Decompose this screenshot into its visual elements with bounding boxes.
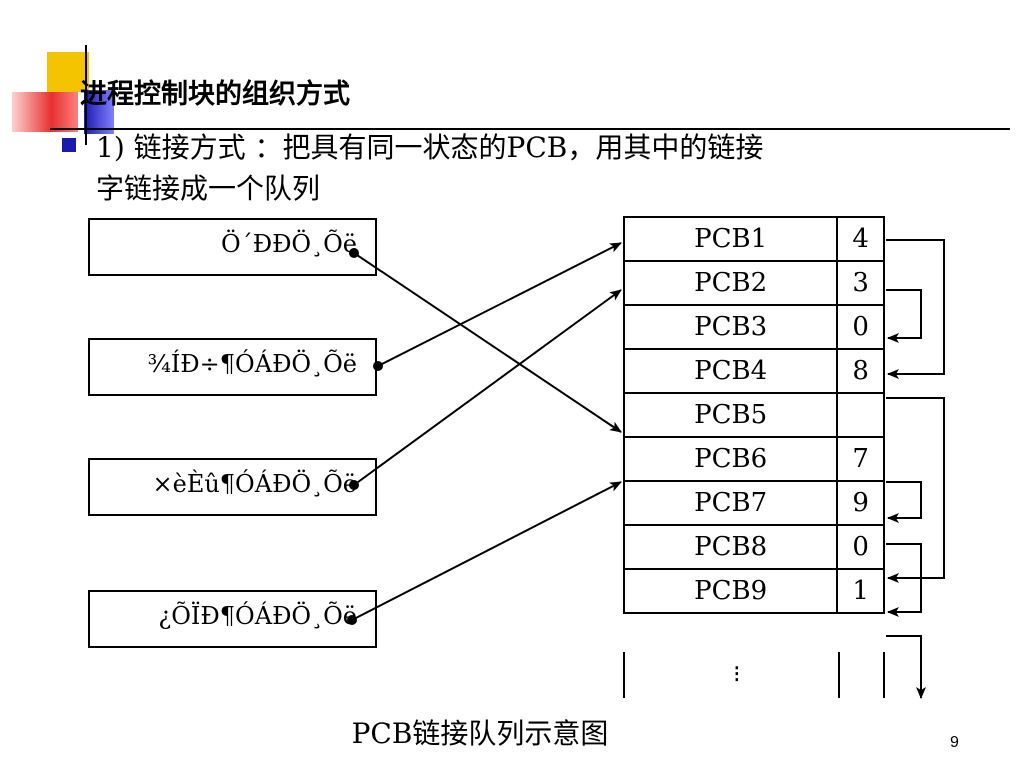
pcb-table: PCB1 4 PCB2 3 PCB3 0 PCB4 8 PCB5 PCB6 7 …	[622, 216, 885, 614]
pcb-name: PCB9	[622, 568, 839, 614]
queue-box-ready: ¾ÍÐ÷¶ÓÁÐÖ¸Õë	[88, 338, 377, 396]
pcb-link: 0	[836, 524, 885, 570]
queue-label: ×èÈû¶ÓÁÐÖ¸Õë	[152, 470, 358, 498]
queue-box-free: ¿ÕÏÐ¶ÓÁÐÖ¸Õë	[88, 590, 377, 648]
queue-label: ¾ÍÐ÷¶ÓÁÐÖ¸Õë	[147, 350, 357, 378]
pcb-name: PCB5	[622, 392, 839, 438]
pcb-row: PCB5	[622, 392, 885, 438]
pcb-row: PCB6 7	[622, 436, 885, 482]
pcb-link: 9	[836, 480, 885, 526]
body-text-line1: 1) 链接方式 ：把具有同一状态的PCB，用其中的链接	[96, 131, 764, 164]
queue-box-blocked: ×èÈû¶ÓÁÐÖ¸Õë	[88, 458, 377, 516]
pcb-name: PCB6	[622, 436, 839, 482]
pcb-row: PCB1 4	[622, 216, 885, 262]
ellipsis-marker: ⁝	[733, 660, 741, 688]
pcb-name: PCB4	[622, 348, 839, 394]
pcb-row: PCB4 8	[622, 348, 885, 394]
pcb-table-continuation: ⁝	[623, 652, 885, 698]
deco-horizontal-line	[50, 128, 1010, 130]
pcb-link: 3	[836, 260, 885, 306]
body-text-line2: 字链接成一个队列	[96, 172, 321, 205]
pcb-name: PCB8	[622, 524, 839, 570]
page-number: 9	[950, 734, 959, 751]
pcb-row: PCB9 1	[622, 568, 885, 614]
pcb-row: PCB2 3	[622, 260, 885, 306]
diagram-caption: PCB链接队列示意图	[351, 717, 609, 750]
deco-red-square	[12, 92, 78, 132]
pcb-name: PCB3	[622, 304, 839, 350]
pcb-link	[836, 392, 885, 438]
pcb-link: 4	[836, 216, 885, 262]
pcb-row: PCB3 0	[622, 304, 885, 350]
pcb-name: PCB1	[622, 216, 839, 262]
deco-yellow-square	[47, 52, 89, 92]
queue-label: ¿ÕÏÐ¶ÓÁÐÖ¸Õë	[158, 602, 357, 630]
slide-title: 进程控制块的组织方式	[80, 79, 350, 110]
pcb-row: PCB8 0	[622, 524, 885, 570]
deco-blue-square	[84, 90, 114, 134]
deco-vertical-line	[85, 45, 87, 145]
pcb-link: 1	[836, 568, 885, 614]
queue-label: Ö´ÐÐÖ¸Õë	[221, 230, 357, 258]
pcb-link: 8	[836, 348, 885, 394]
pcb-name: PCB7	[622, 480, 839, 526]
bullet-marker	[62, 138, 76, 152]
pcb-name: PCB2	[622, 260, 839, 306]
pcb-row: PCB7 9	[622, 480, 885, 526]
pcb-link: 7	[836, 436, 885, 482]
pcb-link: 0	[836, 304, 885, 350]
queue-box-running: Ö´ÐÐÖ¸Õë	[88, 218, 377, 276]
